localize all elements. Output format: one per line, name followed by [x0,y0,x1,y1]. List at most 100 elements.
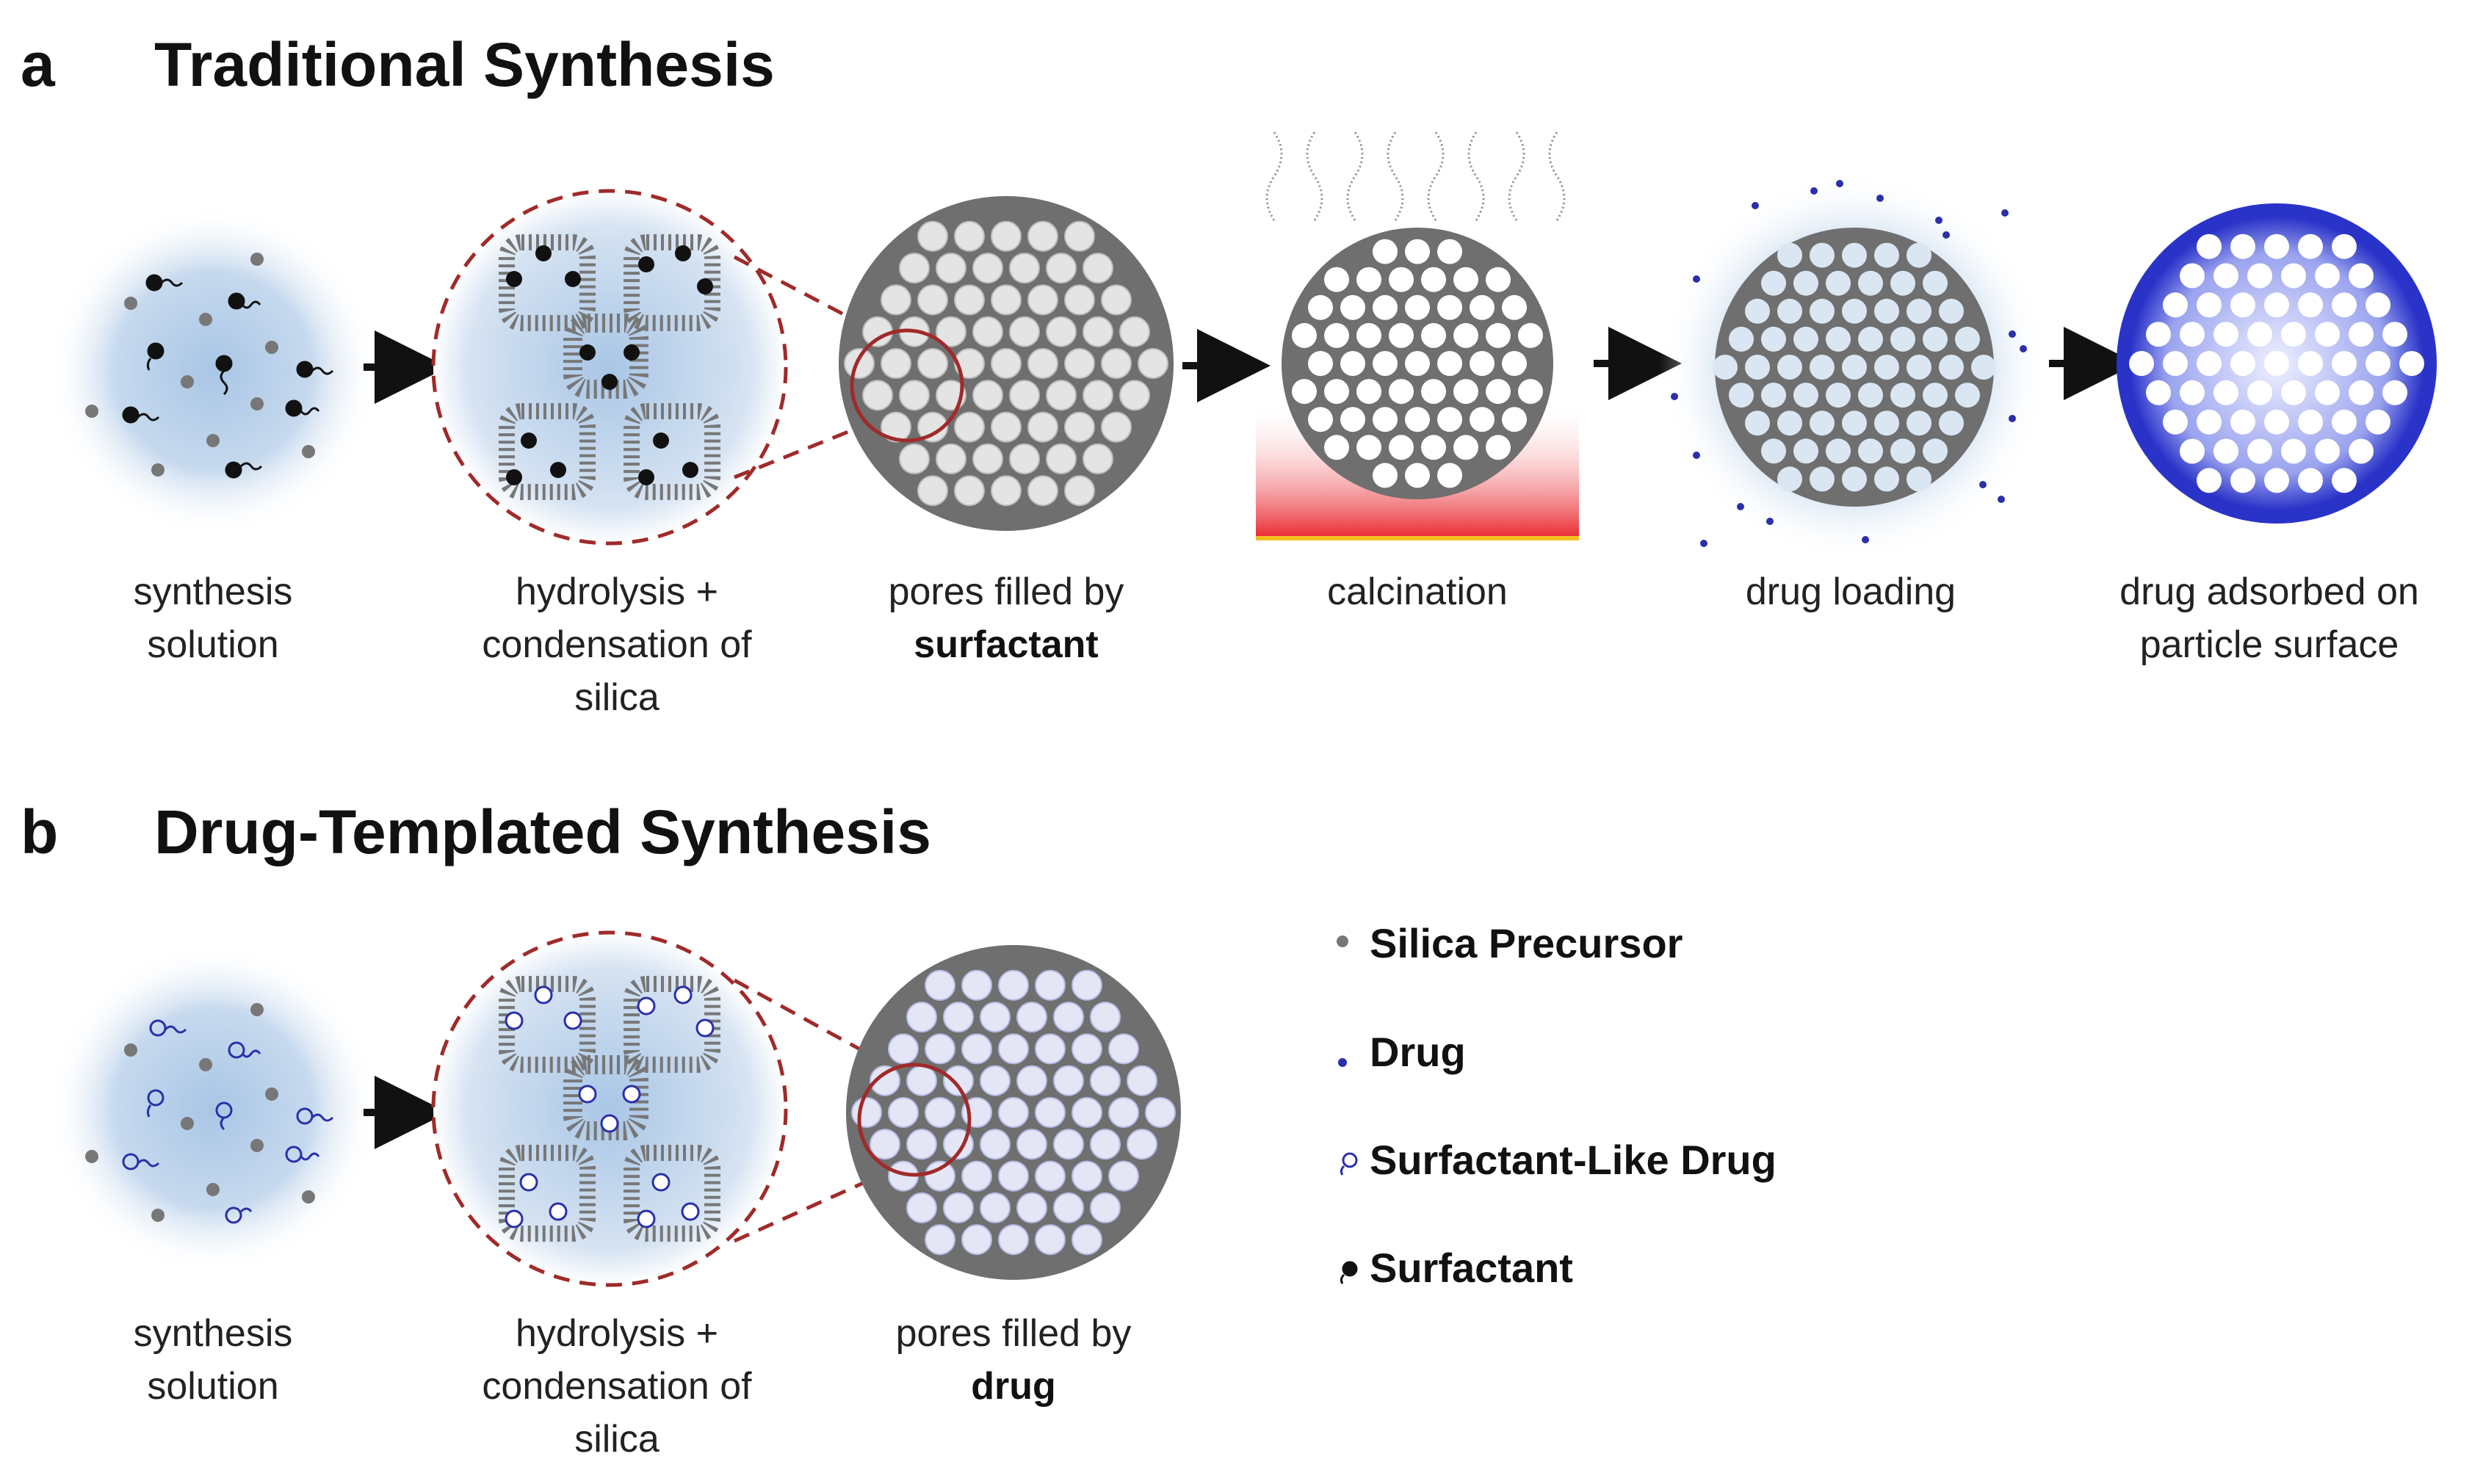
pore [2213,438,2238,464]
pore [972,316,1003,347]
pore [1745,298,1770,324]
pore [1810,410,1835,436]
pore [2230,292,2255,318]
hydrolysis-zoom-a [431,189,883,546]
pore [2213,263,2238,289]
pore [954,411,985,443]
pore [2180,322,2205,347]
smoke-lines [1265,131,1566,221]
pore [1356,322,1381,348]
pore [1373,351,1398,376]
pore [1035,1033,1066,1065]
pore [1842,410,1867,436]
pore [1777,355,1802,380]
pore [1923,383,1948,408]
pore [2315,438,2340,464]
hydrolysis-zoom-b [431,930,883,1287]
pore [2197,351,2222,376]
pore [1138,348,1168,379]
pore [925,969,955,1001]
pore [1421,379,1446,405]
pore [917,284,948,316]
pore [1340,351,1365,376]
pore [1923,270,1948,296]
silica-network-a [499,234,720,500]
pore [2163,409,2188,435]
pore [1071,1224,1102,1256]
pore [1064,411,1095,443]
pore [1858,383,1883,408]
pore [1810,298,1835,324]
pore [2247,263,2272,289]
pore [2230,409,2255,435]
pore [1016,1002,1047,1033]
pore [1373,463,1398,488]
pore [1939,410,1964,436]
pore [943,1065,974,1096]
pore [1292,322,1317,348]
pore [1939,298,1964,324]
pore [2247,438,2272,464]
pore [1729,326,1754,352]
pore [906,1192,937,1223]
pore [1027,411,1058,443]
pore [1502,407,1527,432]
pore [925,1097,955,1128]
pore [1356,267,1381,292]
pore [1421,435,1446,460]
pore [1064,220,1095,252]
pore [936,443,966,474]
blue-dot-icon [1338,1058,1347,1067]
pore [1035,1224,1066,1256]
pore [2163,351,2188,376]
pore [1009,316,1040,347]
pore [980,1065,1011,1096]
pore [1308,351,1333,376]
pore [2298,409,2323,435]
pore [2366,351,2390,376]
pore [2399,351,2424,376]
pore [1939,355,1964,380]
zoom-circle-b [857,1063,972,1177]
pore [2247,380,2272,405]
legend-surfactant: Surfactant [1370,1245,1573,1291]
pore [1761,383,1786,408]
pore [2180,380,2205,405]
pore [1053,1002,1084,1033]
pore [1046,380,1077,411]
pore [1083,380,1113,411]
pore [925,1224,955,1256]
pore [1890,326,1915,352]
pore [1874,410,1899,436]
panel-a [48,131,2437,562]
pore [2281,438,2306,464]
pore [1108,1033,1139,1065]
pore [2298,234,2323,259]
pore [954,348,985,379]
pore [1437,463,1462,488]
step-label-a5: drug loading [1745,571,1956,613]
pore [906,1002,937,1033]
pore [2332,468,2357,493]
pore [991,220,1022,252]
pore [881,284,911,316]
pore [1890,438,1915,464]
pore [1127,1129,1157,1160]
pore [1119,316,1150,347]
pore [917,475,948,507]
pore [2349,263,2374,289]
pore [1405,351,1430,376]
pore [1470,351,1495,376]
gray-dot-icon [1337,935,1348,947]
pore [1292,379,1317,405]
pore [998,1224,1029,1256]
pore [1907,298,1931,324]
pore [1874,298,1899,324]
pore [961,1033,992,1065]
pore [1971,355,1996,380]
pore [961,969,992,1001]
pore [2146,322,2171,347]
